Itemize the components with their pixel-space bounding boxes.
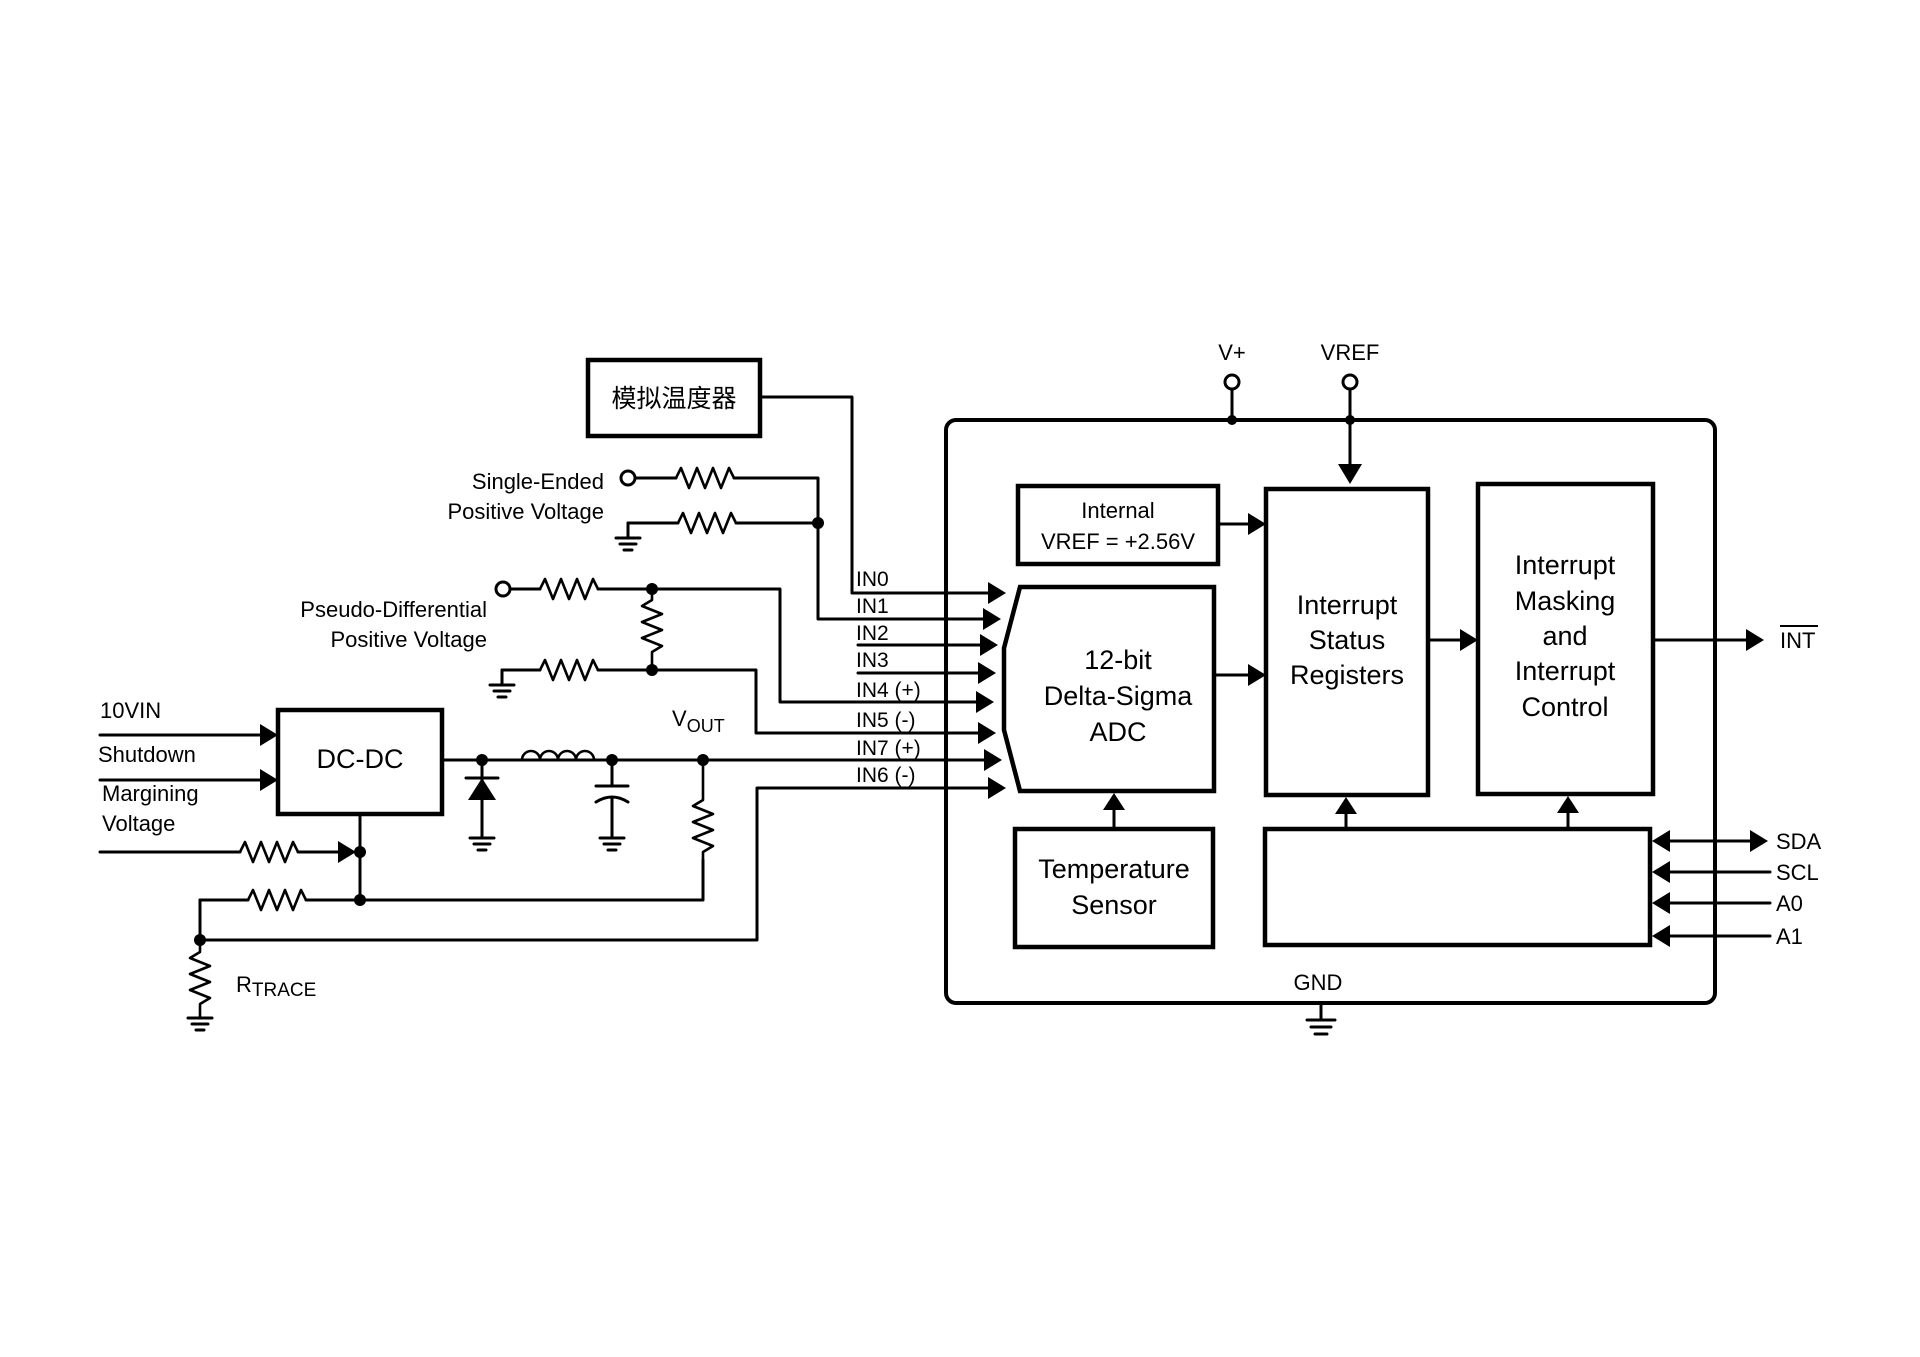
gnd-symbol — [1305, 1001, 1337, 1036]
input-label-in7: IN7 (+) — [856, 737, 921, 760]
vin-label: 10VIN — [100, 698, 161, 723]
interrupt-status-label-3: Registers — [1290, 660, 1404, 690]
single-ended-label-2: Positive Voltage — [447, 499, 604, 524]
input-bus — [198, 395, 1006, 942]
rtrace-main: R — [236, 972, 252, 997]
input-label-in2: IN2 — [856, 622, 889, 645]
interrupt-masking-label-2: Masking — [1515, 586, 1616, 616]
temperature-sensor-label-2: Sensor — [1071, 890, 1157, 920]
interrupt-masking-label-5: Control — [1521, 692, 1608, 722]
internal-vref-label-1: Internal — [1081, 498, 1154, 523]
vout-subscript: OUT — [687, 716, 725, 736]
margining-label-1: Margining — [102, 781, 199, 806]
adc-label-2: Delta-Sigma — [1044, 681, 1194, 711]
internal-connections — [1103, 513, 1579, 831]
dcdc-label: DC-DC — [317, 744, 404, 774]
shutdown-label: Shutdown — [98, 742, 196, 767]
pseudo-diff-label-1: Pseudo-Differential — [300, 597, 487, 622]
vref-label: VREF — [1321, 340, 1380, 365]
sda-label: SDA — [1776, 829, 1822, 854]
pseudo-differential-network — [488, 577, 664, 699]
interrupt-masking-label-1: Interrupt — [1515, 550, 1616, 580]
serial-interface-block — [1262, 826, 1653, 948]
input-label-in3: IN3 — [856, 649, 889, 672]
a0-label: A0 — [1776, 891, 1803, 916]
pseudo-diff-label-2: Positive Voltage — [330, 627, 487, 652]
interrupt-masking-label-4: Interrupt — [1515, 656, 1616, 686]
temperature-sensor-block — [1012, 826, 1216, 950]
dcdc-block — [275, 707, 445, 817]
input-label-in6: IN6 (-) — [856, 764, 916, 787]
temperature-sensor-label-1: Temperature — [1038, 854, 1190, 884]
vplus-pin — [1223, 373, 1241, 425]
internal-vref-block — [1015, 483, 1221, 567]
internal-vref-label-2: VREF = +2.56V — [1041, 529, 1195, 554]
analog-temp-sensor-block — [585, 357, 763, 439]
single-ended-network — [614, 466, 824, 552]
single-ended-label-1: Single-Ended — [472, 469, 604, 494]
int-label: INT — [1780, 628, 1815, 653]
interrupt-status-label-1: Interrupt — [1297, 590, 1398, 620]
serial-pin-arrows — [1652, 830, 1772, 947]
dcdc-section — [98, 707, 715, 1032]
interrupt-masking-label-3: and — [1542, 621, 1587, 651]
vout-main: V — [672, 706, 687, 731]
vref-pin — [1338, 373, 1362, 484]
adc-label-3: ADC — [1089, 717, 1146, 747]
margining-label-2: Voltage — [102, 811, 175, 836]
vout-label: VOUT — [672, 706, 725, 736]
analog-temp-sensor-label: 模拟温度器 — [611, 384, 736, 413]
adc-block — [1001, 584, 1217, 794]
rtrace-subscript: TRACE — [252, 980, 316, 1001]
input-label-in5: IN5 (-) — [856, 709, 916, 732]
adc-label-1: 12-bit — [1084, 645, 1152, 675]
input-label-in4: IN4 (+) — [856, 679, 921, 702]
input-label-in0: IN0 — [856, 568, 889, 591]
vplus-label: V+ — [1218, 340, 1246, 365]
interrupt-masking-block — [1475, 481, 1656, 797]
scl-label: SCL — [1776, 860, 1819, 885]
interrupt-status-block — [1263, 486, 1431, 798]
rtrace-label: RTRACE — [236, 972, 316, 1001]
interrupt-status-label-2: Status — [1309, 625, 1386, 655]
a1-label: A1 — [1776, 924, 1803, 949]
input-label-in1: IN1 — [856, 595, 889, 618]
int-output — [1653, 625, 1818, 651]
gnd-label: GND — [1294, 970, 1343, 995]
